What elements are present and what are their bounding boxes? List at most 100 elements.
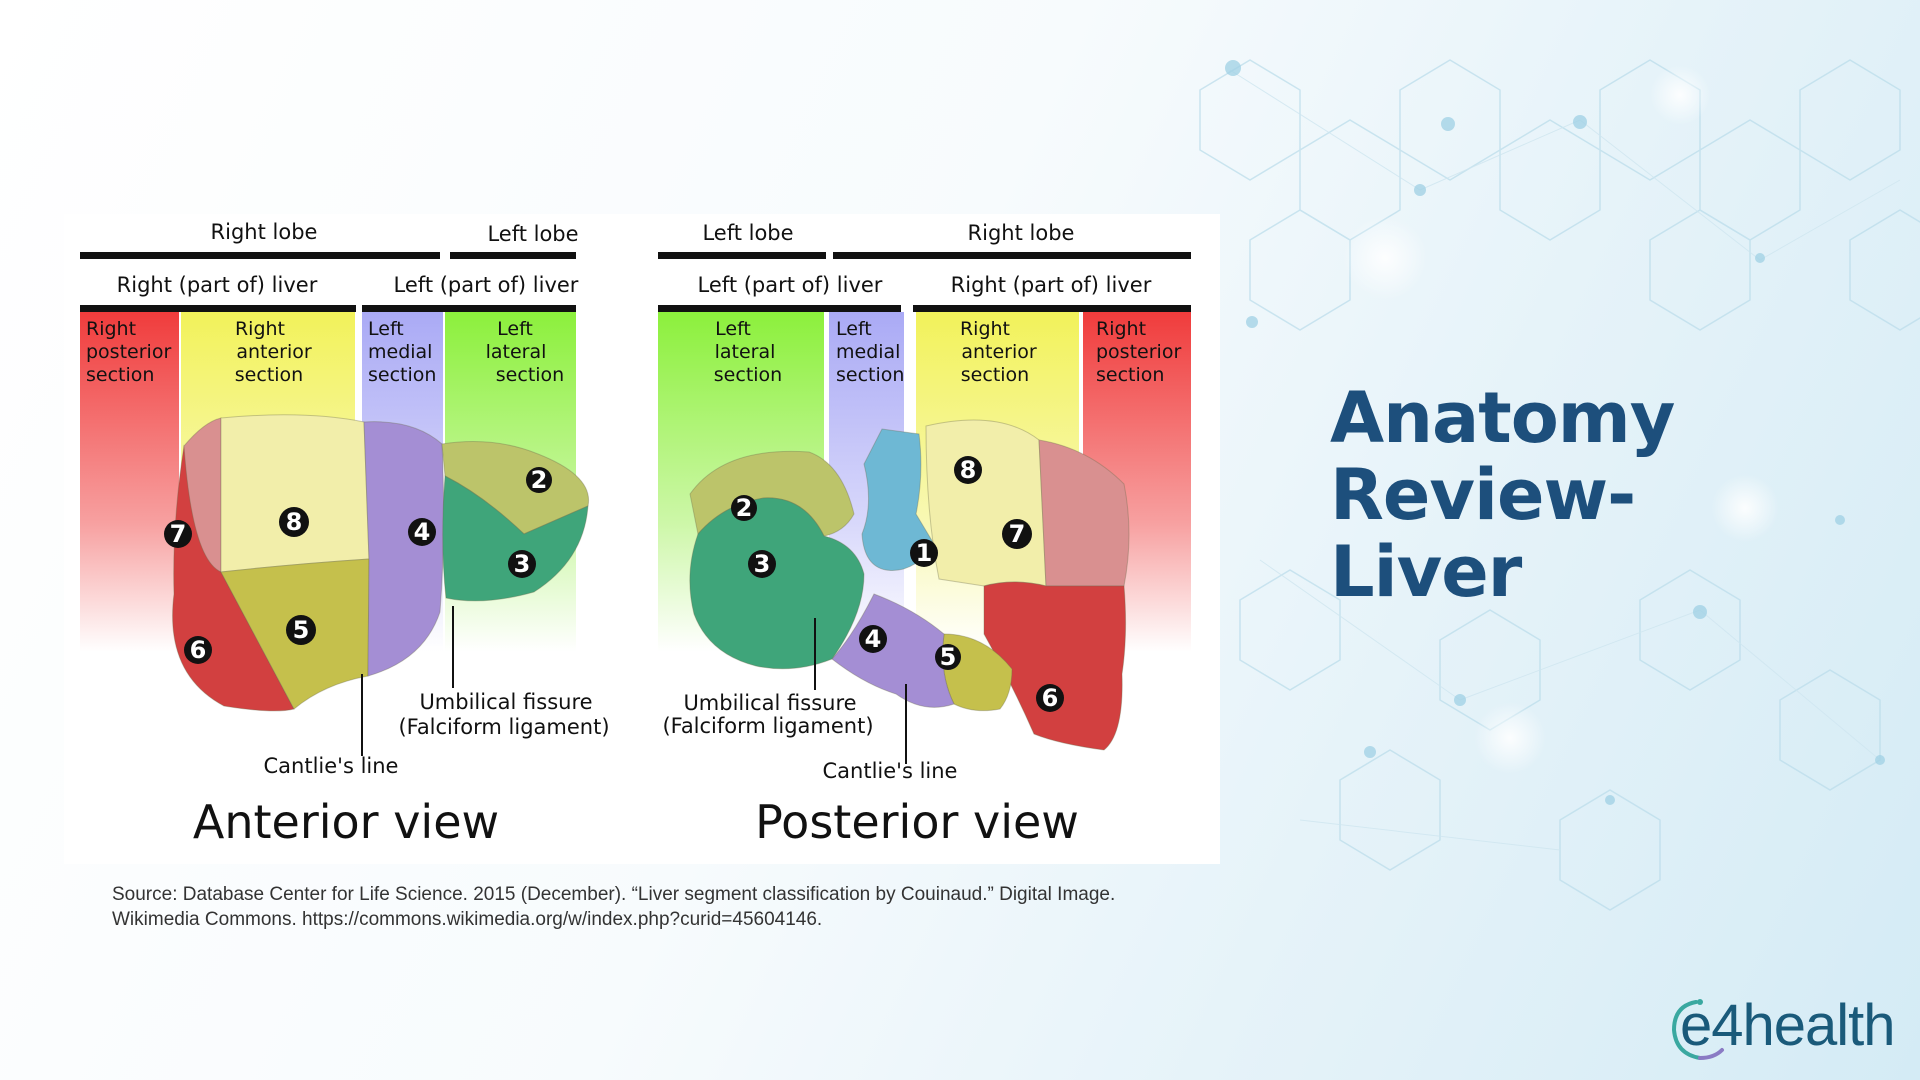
svg-text:Left: Left	[715, 318, 751, 340]
svg-text:Right: Right	[86, 318, 136, 340]
anterior-falciform-label: (Falciform ligament)	[398, 715, 609, 739]
source-line-1: Source: Database Center for Life Science…	[112, 884, 1116, 905]
svg-text:lateral: lateral	[715, 341, 776, 363]
p-segment-2-label: 2	[736, 494, 753, 522]
anterior-left-lobe-bar	[450, 252, 576, 259]
posterior-section-left-medial: Left medial section	[836, 318, 904, 386]
posterior-left-part-bar	[658, 305, 901, 312]
segment-8-label: 8	[286, 508, 303, 536]
posterior-right-part-label: Right (part of) liver	[951, 273, 1152, 297]
p-segment-4-label: 4	[865, 625, 882, 653]
segment-3-label: 3	[514, 550, 531, 578]
posterior-cantlie-label: Cantlie's line	[823, 759, 958, 783]
posterior-umbilical-label: Umbilical fissure	[683, 691, 856, 715]
p-segment-3-label: 3	[754, 550, 771, 578]
svg-text:posterior: posterior	[1096, 341, 1181, 363]
segment-7-marker	[164, 520, 192, 548]
p-segment-2-marker	[731, 495, 757, 521]
posterior-view-title: Posterior view	[755, 795, 1079, 849]
posterior-right-lobe-bar	[833, 252, 1191, 259]
segment-4-marker	[408, 518, 436, 546]
p-segment-4-marker	[859, 625, 887, 653]
anterior-left-lobe-label: Left lobe	[487, 222, 578, 246]
svg-text:section: section	[961, 364, 1029, 386]
svg-text:section: section	[1096, 364, 1164, 386]
anterior-right-part-label: Right (part of) liver	[117, 273, 318, 297]
slide-title: Anatomy Review- Liver	[1330, 380, 1850, 611]
posterior-falciform-label: (Falciform ligament)	[662, 714, 873, 738]
image-source-citation: Source: Database Center for Life Science…	[112, 882, 1222, 932]
svg-text:section: section	[86, 364, 154, 386]
segment-3-marker	[508, 550, 536, 578]
segment-2-marker	[526, 467, 552, 493]
anterior-left-part-bar	[362, 305, 576, 312]
anterior-section-right-anterior: Right anterior section	[235, 318, 312, 386]
p-segment-1-marker	[910, 539, 938, 567]
p-segment-8-marker	[954, 456, 982, 484]
svg-text:section: section	[496, 364, 564, 386]
p-segment-3-marker	[748, 550, 776, 578]
p-segment-1-label: 1	[916, 539, 933, 567]
svg-text:Right: Right	[1096, 318, 1146, 340]
anterior-section-right-posterior: Right posterior section	[86, 318, 171, 386]
svg-text:medial: medial	[836, 341, 900, 363]
svg-text:section: section	[836, 364, 904, 386]
anterior-cantlie-label: Cantlie's line	[264, 754, 399, 778]
anterior-left-part-label: Left (part of) liver	[394, 273, 579, 297]
liver-segment-figure: Right lobe Left lobe Right (part of) liv…	[64, 214, 1220, 864]
posterior-right-lobe-label: Right lobe	[968, 221, 1075, 245]
anterior-right-lobe-label: Right lobe	[211, 220, 318, 244]
svg-text:section: section	[368, 364, 436, 386]
posterior-left-part-label: Left (part of) liver	[698, 273, 883, 297]
segment-7-label: 7	[170, 520, 187, 548]
anterior-view-title: Anterior view	[193, 795, 499, 849]
anterior-view-panel: Right lobe Left lobe Right (part of) liv…	[80, 220, 610, 849]
svg-text:Right: Right	[235, 318, 285, 340]
svg-text:Left: Left	[368, 318, 404, 340]
svg-text:Left: Left	[836, 318, 872, 340]
svg-text:section: section	[714, 364, 782, 386]
anterior-liver-illustration	[172, 414, 590, 712]
svg-text:anterior: anterior	[236, 341, 312, 363]
p-segment-6-marker	[1036, 684, 1064, 712]
logo-swirl-icon	[1671, 999, 1724, 1060]
segment-8-marker	[279, 507, 309, 537]
p-segment-8-label: 8	[960, 456, 977, 484]
segment-2-label: 2	[531, 466, 548, 494]
title-line-2: Review-	[1330, 454, 1636, 536]
svg-text:medial: medial	[368, 341, 432, 363]
segment-5-label: 5	[293, 616, 310, 644]
svg-text:Right: Right	[960, 318, 1010, 340]
anterior-right-lobe-bar	[80, 252, 440, 259]
p-segment-7-label: 7	[1009, 520, 1026, 548]
source-line-2: Wikimedia Commons. https://commons.wikim…	[112, 909, 823, 930]
posterior-left-lobe-label: Left lobe	[702, 221, 793, 245]
logo-text: e4health	[1680, 993, 1896, 1058]
segment-6-marker	[184, 636, 212, 664]
svg-text:section: section	[235, 364, 303, 386]
svg-text:lateral: lateral	[486, 341, 547, 363]
anterior-section-left-lateral: Left lateral section	[486, 318, 565, 386]
posterior-section-right-anterior: Right anterior section	[960, 318, 1037, 386]
svg-text:posterior: posterior	[86, 341, 171, 363]
anterior-section-left-medial: Left medial section	[368, 318, 436, 386]
posterior-left-lobe-bar	[658, 252, 826, 259]
segment-4-label: 4	[414, 518, 431, 546]
posterior-right-part-bar	[913, 305, 1191, 312]
anterior-segment-markers: 7 8 4 2 3 5 6	[164, 466, 552, 664]
p-segment-6-label: 6	[1042, 684, 1059, 712]
svg-text:anterior: anterior	[961, 341, 1037, 363]
anterior-umbilical-label: Umbilical fissure	[419, 690, 592, 714]
e4health-logo: e4health	[1666, 992, 1896, 1066]
title-line-3: Liver	[1330, 531, 1522, 613]
posterior-section-right-posterior: Right posterior section	[1096, 318, 1181, 386]
title-line-1: Anatomy	[1330, 377, 1675, 459]
posterior-view-panel: Left lobe Right lobe Left (part of) live…	[658, 221, 1191, 849]
posterior-segment-markers: 2 3 1 8 7 4 5 6	[731, 456, 1064, 712]
p-segment-7-marker	[1002, 519, 1032, 549]
svg-text:Left: Left	[497, 318, 533, 340]
p-segment-5-label: 5	[940, 643, 957, 671]
anterior-right-posterior-band	[80, 312, 179, 652]
segment-5-marker	[286, 615, 316, 645]
